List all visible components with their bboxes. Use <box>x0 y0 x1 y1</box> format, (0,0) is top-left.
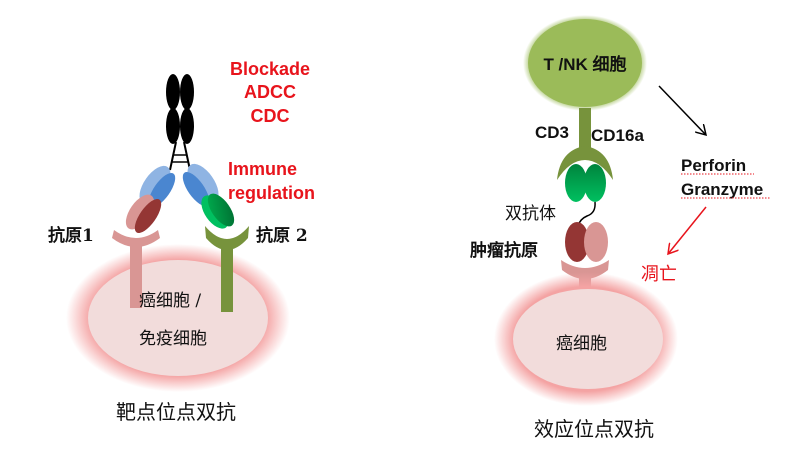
cytotoxin-perforin: Perforin <box>681 156 746 175</box>
cytotoxin-granzyme: Granzyme <box>681 180 763 199</box>
tumor-antigen-binding-domain <box>565 222 608 262</box>
effector-receptor <box>557 108 613 180</box>
tumor-antigen-label: 肿瘤抗原 <box>470 240 538 261</box>
function-blockade: Blockade <box>230 59 310 79</box>
apoptosis-arrow <box>668 206 707 254</box>
function-cdc: CDC <box>251 106 290 126</box>
antibody-linker <box>577 201 596 227</box>
antibody-fc-region <box>166 74 194 171</box>
receptor-cd16a: CD16a <box>591 126 644 145</box>
tumor-cell-label: 癌细胞 <box>556 334 607 354</box>
right-panel-caption: 效应位点双抗 <box>534 417 654 441</box>
bispecific-label: 双抗体 <box>505 204 556 224</box>
antigen2-receptor <box>205 226 249 312</box>
left-panel-caption: 靶点位点双抗 <box>116 400 236 424</box>
left-panel-target-site-bispecific: Blockade ADCC CDC Immune regulation 抗原1 … <box>48 59 315 424</box>
apoptosis-label: 凋亡 <box>641 264 677 285</box>
bispecific-effector-binding-domain <box>565 164 606 202</box>
function-adcc: ADCC <box>244 82 296 102</box>
receptor-cd3: CD3 <box>535 123 569 142</box>
target-cell <box>66 244 290 392</box>
antibody-fab-left <box>125 165 176 234</box>
immune-regulation-line1: Immune <box>228 159 297 179</box>
cell-label-line1: 癌细胞 / <box>139 291 201 311</box>
cell-label-line2: 免疫细胞 <box>139 329 207 349</box>
antibody-fab-right <box>182 163 235 229</box>
tumor-cell <box>494 272 678 406</box>
antigen2-label: 抗原 2 <box>256 225 308 246</box>
effector-cell: T /NK 细胞 <box>523 15 647 111</box>
right-panel-effector-site-bispecific: T /NK 细胞 CD3 CD16a 癌 <box>470 15 771 441</box>
immune-regulation-line2: regulation <box>228 183 315 203</box>
effector-cell-label: T /NK 细胞 <box>543 54 626 74</box>
antigen1-receptor <box>112 230 160 308</box>
release-arrow <box>658 85 706 135</box>
antigen1-label: 抗原1 <box>48 225 94 246</box>
